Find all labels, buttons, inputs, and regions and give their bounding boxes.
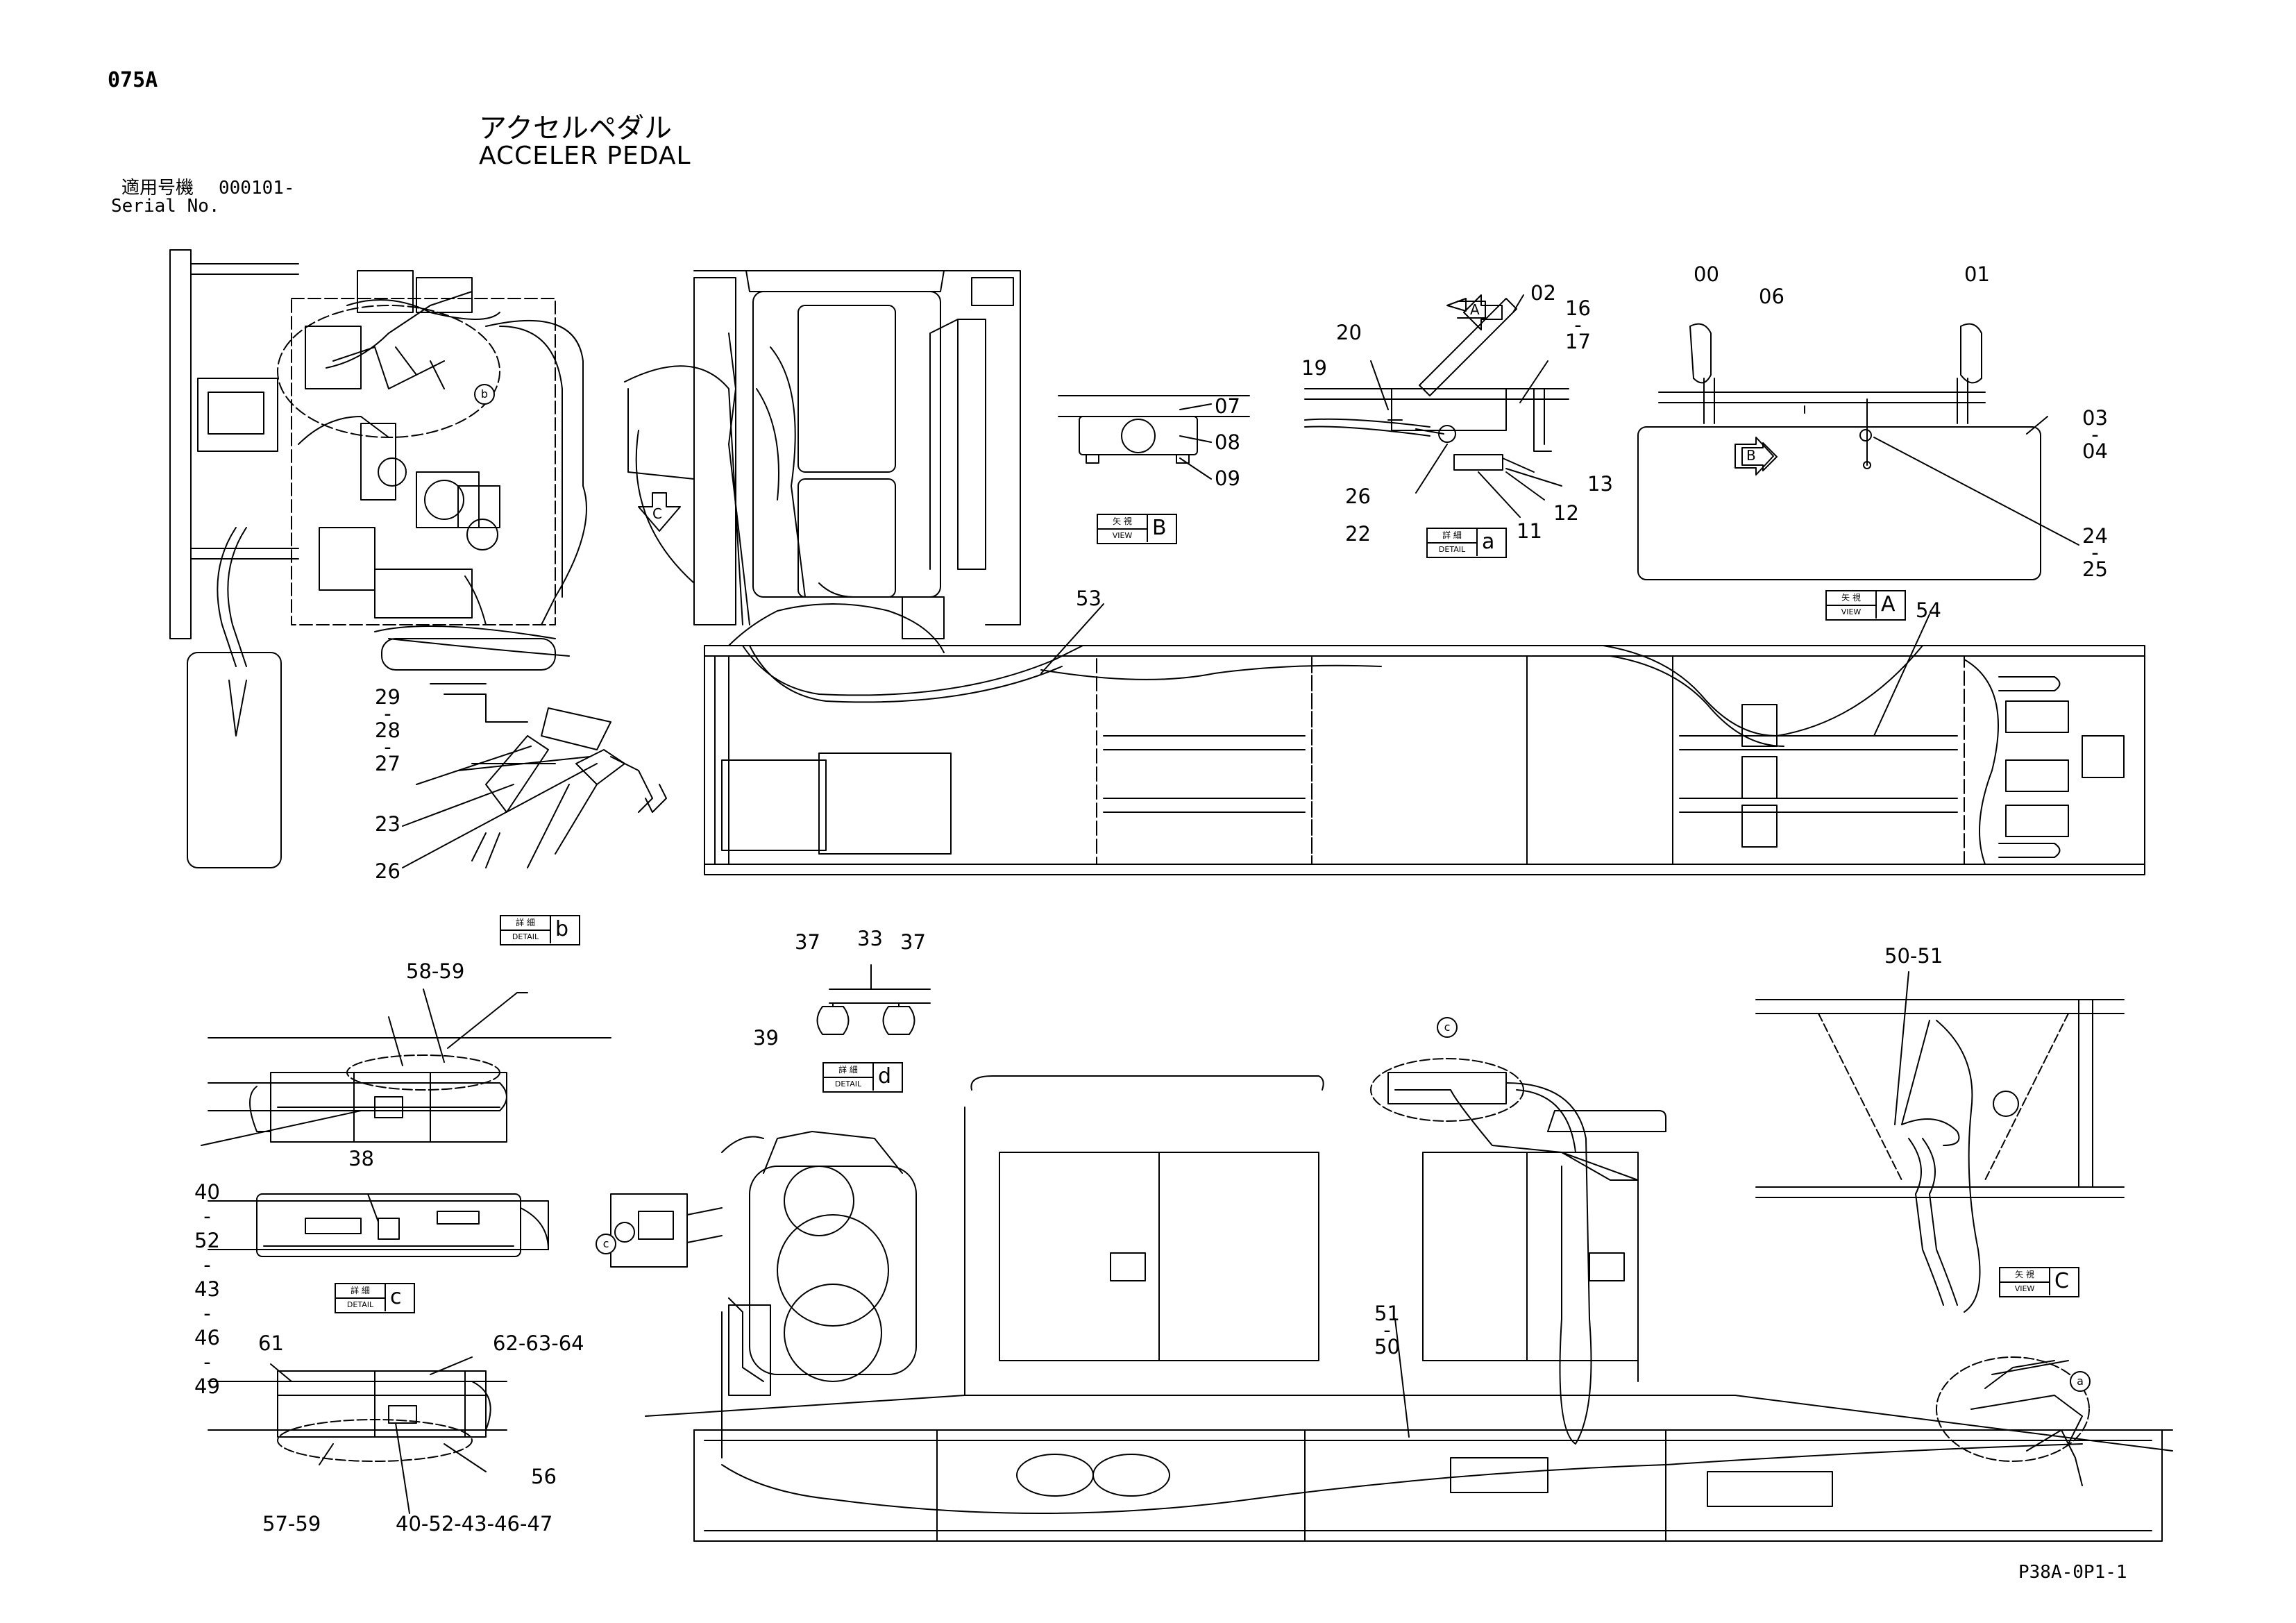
detail-tag-d-en: DETAIL — [824, 1077, 874, 1091]
arrow-a-letter: A — [1470, 301, 1480, 318]
detail-c-upper — [201, 992, 611, 1146]
detail-tag-b-en: DETAIL — [501, 930, 551, 943]
view-arrow-b — [1734, 437, 1774, 476]
detail-marker-a: a — [2070, 1371, 2091, 1392]
callout-06: 06 — [1759, 285, 1784, 308]
page-code: 075A — [108, 68, 158, 92]
detail-tag-d: 詳 細 DETAIL d — [822, 1062, 903, 1093]
view-tag-c-jp: 矢 視 — [2000, 1268, 2050, 1283]
detail-b-linkage — [402, 683, 667, 868]
serial-range: 000101- — [219, 178, 295, 199]
callout-22: 22 — [1345, 522, 1371, 546]
detail-marker-c-top: c — [1437, 1017, 1458, 1038]
callout-40-52-43-46-47: 40-52-43-46-47 — [396, 1512, 553, 1536]
detail-tag-b: 詳 細 DETAIL b — [500, 915, 580, 945]
detail-tag-d-letter: d — [878, 1064, 892, 1088]
view-tag-b-letter: B — [1152, 516, 1167, 540]
detail-marker-c-left: c — [596, 1234, 616, 1254]
detail-tag-c-letter: c — [390, 1285, 402, 1309]
view-tag-b-jp: 矢 視 — [1098, 515, 1148, 530]
leader-lines — [423, 603, 2069, 1438]
callout-09: 09 — [1215, 466, 1240, 490]
view-tag-a-jp: 矢 視 — [1827, 591, 1877, 606]
callout-07: 07 — [1215, 394, 1240, 418]
engine-top-view-left — [169, 249, 587, 868]
view-a-pedal-assembly — [1637, 323, 2079, 580]
detail-tag-c-en: DETAIL — [336, 1298, 386, 1311]
callout-19: 19 — [1301, 356, 1327, 380]
callout-23: 23 — [375, 812, 400, 836]
callout-24-25: 24 - 25 — [2082, 524, 2108, 581]
detail-c-lower — [208, 1356, 507, 1514]
detail-tag-a: 詳 細 DETAIL a — [1426, 528, 1507, 558]
callout-57-59: 57-59 — [262, 1512, 321, 1536]
callout-11: 11 — [1517, 519, 1542, 543]
lower-side-view — [610, 1058, 2173, 1542]
view-tag-a: 矢 視 VIEW A — [1825, 590, 1906, 621]
callout-54: 54 — [1916, 598, 1941, 622]
callout-02: 02 — [1530, 281, 1556, 305]
view-tag-c: 矢 視 VIEW C — [1999, 1267, 2079, 1297]
detail-tag-c: 詳 細 DETAIL c — [335, 1283, 415, 1313]
callout-50-51: 50-51 — [1884, 944, 1943, 968]
arrow-b-letter: B — [1746, 447, 1756, 464]
view-tag-a-en: VIEW — [1827, 605, 1877, 619]
callout-13: 13 — [1587, 472, 1613, 496]
detail-tag-a-en: DETAIL — [1428, 543, 1478, 556]
detail-c-middle — [208, 1193, 549, 1257]
callout-53: 53 — [1076, 587, 1101, 610]
callout-03-04: 03 - 04 — [2082, 406, 2108, 463]
callout-16-17: 16 - 17 — [1565, 296, 1591, 353]
serial-label-jp: 適用号機 — [121, 178, 194, 199]
callout-00: 00 — [1694, 262, 1719, 286]
callout-37-left: 37 — [795, 930, 820, 954]
detail-tag-c-jp: 詳 細 — [336, 1284, 386, 1299]
serial-label-en: Serial No. — [111, 196, 220, 217]
callout-51-50: 51 - 50 — [1374, 1302, 1400, 1359]
view-tag-a-letter: A — [1881, 592, 1896, 616]
callout-12: 12 — [1553, 501, 1579, 525]
callout-39: 39 — [753, 1026, 779, 1050]
detail-marker-b: b — [474, 384, 495, 405]
view-arrow-c — [638, 492, 681, 532]
view-tag-c-letter: C — [2054, 1269, 2069, 1293]
callout-40-52-43-46-49: 40 - 52 - 43 - 46 - 49 — [194, 1180, 220, 1398]
view-b-part-sketch — [1058, 395, 1250, 480]
detail-tag-b-jp: 詳 細 — [501, 916, 551, 931]
view-tag-b-en: VIEW — [1098, 529, 1148, 542]
callout-61: 61 — [258, 1331, 284, 1355]
callout-26-detail-a: 26 — [1345, 485, 1371, 508]
view-tag-c-en: VIEW — [2000, 1282, 2050, 1295]
upper-chassis-frame — [704, 645, 2145, 875]
detail-tag-a-jp: 詳 細 — [1428, 529, 1478, 544]
callout-56: 56 — [531, 1465, 557, 1488]
engine-top-view-center — [624, 270, 1021, 653]
view-tag-b: 矢 視 VIEW B — [1097, 514, 1177, 544]
callout-20: 20 — [1336, 321, 1362, 344]
detail-tag-a-letter: a — [1482, 530, 1495, 554]
sheet-code: P38A-0P1-1 — [2018, 1562, 2127, 1583]
callout-26-detail-b: 26 — [375, 859, 400, 883]
callout-08: 08 — [1215, 430, 1240, 454]
view-c-routing — [1755, 999, 2125, 1313]
callout-01: 01 — [1964, 262, 1990, 286]
title-japanese: アクセルペダル — [479, 112, 672, 144]
title-english: ACCELER PEDAL — [479, 142, 691, 170]
callout-58-59: 58-59 — [406, 959, 465, 983]
callout-33: 33 — [857, 927, 883, 950]
callout-37-right: 37 — [900, 930, 926, 954]
callout-62-63-64: 62-63-64 — [493, 1331, 584, 1355]
detail-d-grommet — [816, 964, 931, 1035]
callout-38: 38 — [348, 1147, 374, 1170]
view-arrow-a — [1463, 294, 1503, 330]
detail-tag-d-jp: 詳 細 — [824, 1063, 874, 1078]
detail-tag-b-letter: b — [555, 917, 569, 941]
callout-29-28-27: 29 - 28 - 27 — [375, 685, 400, 775]
arrow-c-letter: C — [652, 505, 662, 522]
detail-a-pedal-linkage — [1304, 294, 1569, 518]
